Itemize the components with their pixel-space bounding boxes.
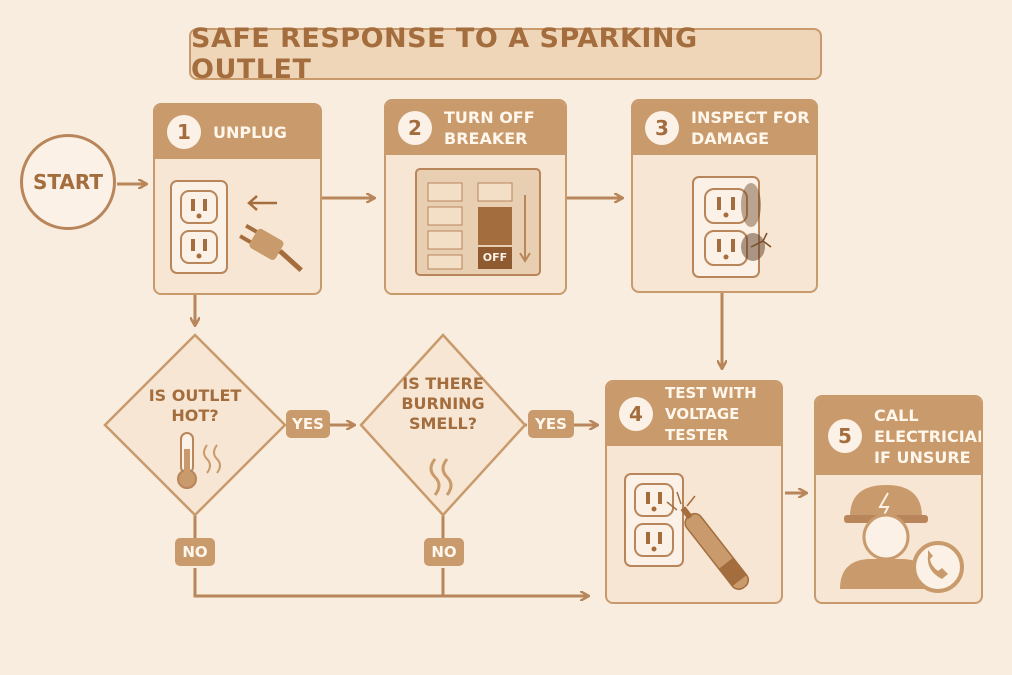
start-node: START (20, 134, 116, 230)
step-unplug-card: 1 UNPLUG (153, 103, 322, 295)
step-number: 1 (167, 115, 201, 149)
step-header: 5 CALL ELECTRICIAN IF UNSURE (816, 397, 981, 475)
step-illustration (633, 155, 816, 291)
line-decision1-no (193, 568, 588, 596)
page-title: SAFE RESPONSE TO A SPARKING OUTLET (191, 23, 698, 85)
no-label: NO (175, 538, 215, 566)
start-label: START (32, 170, 104, 194)
step-number: 4 (619, 397, 653, 431)
step-number: 5 (828, 419, 862, 453)
yes-label: YES (286, 410, 330, 438)
smoke-icon (429, 458, 453, 496)
step-inspect-card: 3 INSPECT FOR DAMAGE (631, 99, 818, 293)
breaker-panel-icon (415, 168, 541, 276)
step-title: TURN OFF BREAKER (444, 108, 535, 148)
voltage-tester-icon (624, 473, 750, 590)
breaker-off-label: OFF (482, 251, 508, 264)
thermometer-heat-icon (177, 432, 221, 489)
decision-outlet-hot (103, 333, 287, 517)
yes-label: YES (528, 410, 574, 438)
step-title: TEST WITH VOLTAGE TESTER (665, 383, 757, 444)
step-illustration (607, 446, 781, 602)
step-title: INSPECT FOR DAMAGE (691, 108, 810, 148)
step-illustration (816, 475, 981, 602)
outlet-unplug-icon (170, 180, 303, 274)
step-header: 3 INSPECT FOR DAMAGE (633, 101, 816, 155)
step-header: 1 UNPLUG (155, 105, 320, 159)
step-title: CALL ELECTRICIAN IF UNSURE (874, 405, 983, 467)
damaged-outlet-icon (692, 176, 772, 278)
step-electrician-card: 5 CALL ELECTRICIAN IF UNSURE (814, 395, 983, 604)
step-number: 2 (398, 111, 432, 145)
step-breaker-card: 2 TURN OFF BREAKER OFF (384, 99, 567, 295)
step-header: 4 TEST WITH VOLTAGE TESTER (607, 382, 781, 446)
step-illustration (155, 159, 320, 293)
step-illustration: OFF (386, 155, 565, 293)
step-test-card: 4 TEST WITH VOLTAGE TESTER (605, 380, 783, 604)
title-banner: SAFE RESPONSE TO A SPARKING OUTLET (189, 23, 822, 85)
no-label: NO (424, 538, 464, 566)
step-number: 3 (645, 111, 679, 145)
electrician-phone-icon (840, 485, 964, 593)
step-title: UNPLUG (213, 122, 287, 142)
step-header: 2 TURN OFF BREAKER (386, 101, 565, 155)
decision-burning-smell (359, 333, 527, 517)
decision-question: IS OUTLET HOT? (148, 386, 242, 425)
decision-question: IS THERE BURNING SMELL? (401, 374, 485, 433)
